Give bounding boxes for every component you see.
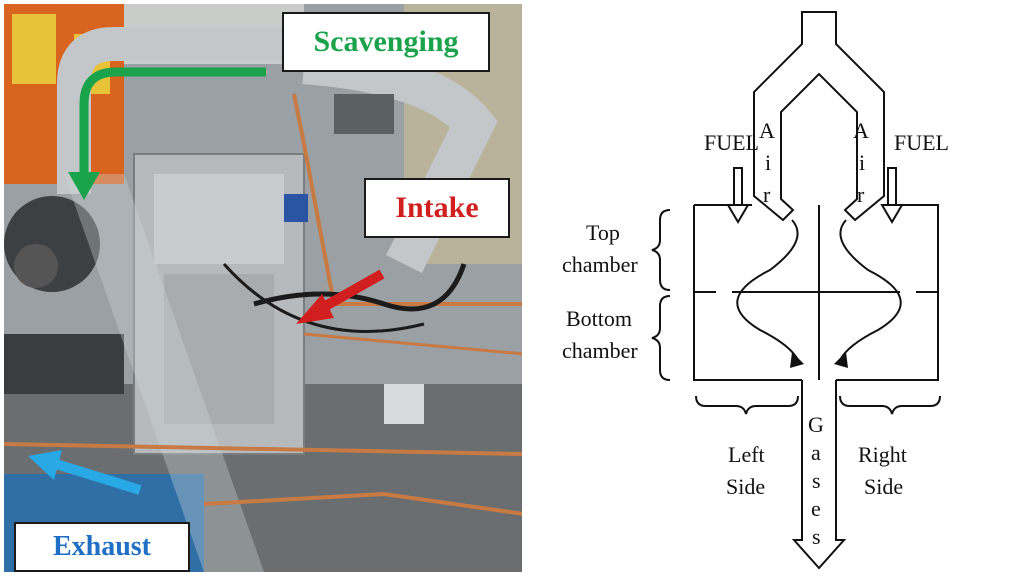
air-left-letter: A xyxy=(759,118,775,143)
left-side-label: Side xyxy=(726,474,765,499)
intake-label: Intake xyxy=(364,178,510,238)
bottom-chamber-label: Bottom xyxy=(566,306,632,331)
flow-left-curve xyxy=(736,219,799,361)
engine-photo-drawing xyxy=(4,4,522,572)
air-right-letter: r xyxy=(857,182,865,207)
air-right-letter: A xyxy=(853,118,869,143)
engine-photo xyxy=(4,4,522,572)
air-left-letter: i xyxy=(765,150,771,175)
intake-arrow xyxy=(319,269,385,313)
flow-right-curve xyxy=(839,219,902,361)
gases-outlet-arrow xyxy=(791,380,847,570)
gases-letter: s xyxy=(812,524,821,549)
bottom-chamber-brace xyxy=(651,295,671,381)
gases-letter: G xyxy=(808,412,824,437)
fuel-left-arrow xyxy=(726,167,750,224)
exhaust-label: Exhaust xyxy=(14,522,190,572)
left-side-brace xyxy=(695,395,799,415)
right-side-brace xyxy=(839,395,941,415)
air-inlet-outline xyxy=(753,11,885,222)
gases-letter: a xyxy=(811,440,821,465)
flow-diagram: FUEL FUEL A i r A i r Top chamber Bottom… xyxy=(540,0,1024,576)
top-chamber-label: Top xyxy=(586,220,620,245)
exhaust-arrow xyxy=(54,459,142,495)
top-chamber-brace xyxy=(651,209,671,291)
fuel-left-label: FUEL xyxy=(704,130,759,155)
scavenging-label: Scavenging xyxy=(282,12,490,72)
right-side-label: Right xyxy=(858,442,907,467)
left-side-label: Left xyxy=(728,442,765,467)
gases-letter: e xyxy=(811,496,821,521)
bottom-chamber-label: chamber xyxy=(562,338,638,363)
air-right-letter: i xyxy=(859,150,865,175)
scavenging-arrow xyxy=(79,67,266,174)
gases-letter: s xyxy=(812,468,821,493)
top-chamber-label: chamber xyxy=(562,252,638,277)
air-left-letter: r xyxy=(763,182,771,207)
fuel-right-arrow xyxy=(880,167,904,224)
fuel-right-label: FUEL xyxy=(894,130,949,155)
right-side-label: Side xyxy=(864,474,903,499)
flow-diagram-drawing: FUEL FUEL A i r A i r Top chamber Bottom… xyxy=(562,11,949,570)
